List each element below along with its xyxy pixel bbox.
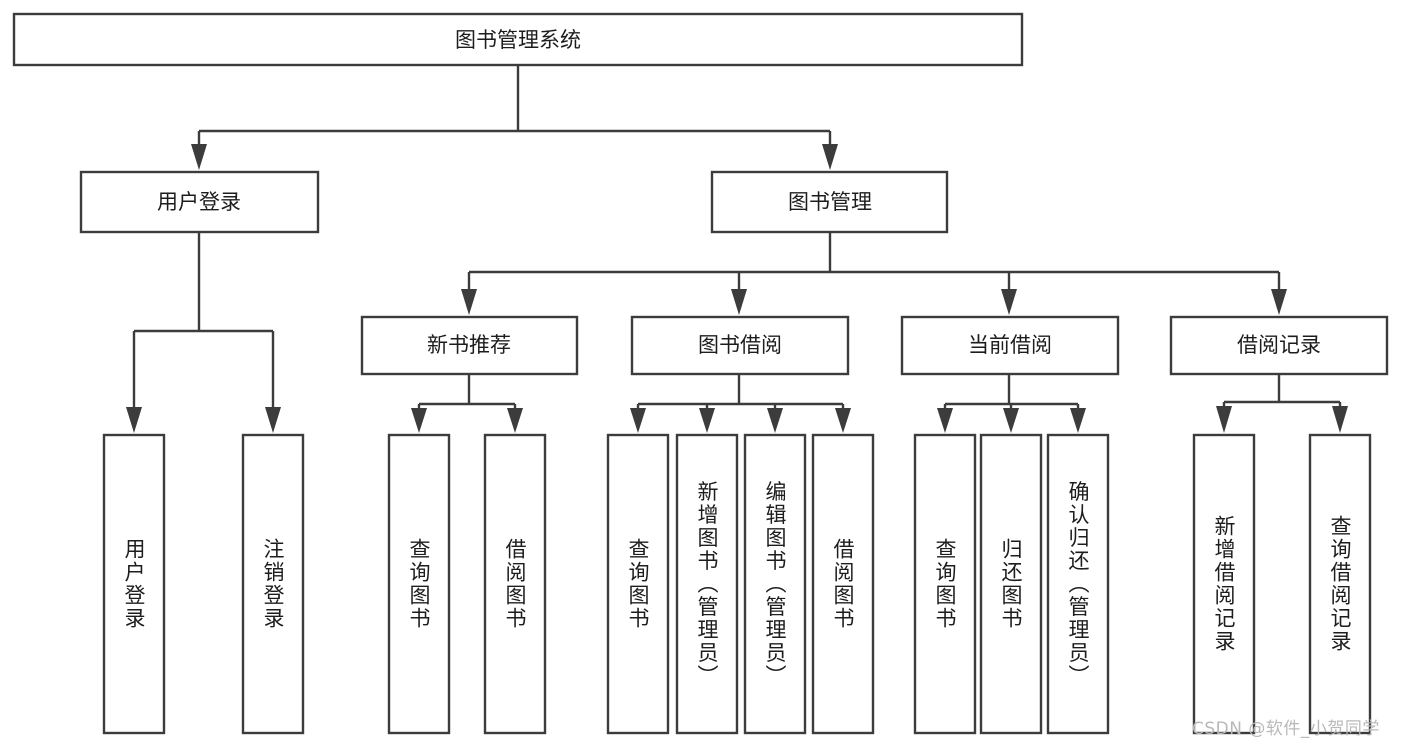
arrowhead-current-borrow bbox=[1001, 289, 1017, 315]
node-leaf-query-book-1[interactable]: 查询图书 bbox=[387, 433, 451, 735]
node-leaf-query-record-label: 查询借阅记录 bbox=[1328, 515, 1352, 653]
node-new-book-recommend-label: 新书推荐 bbox=[427, 333, 511, 357]
node-leaf-logout-label: 注销登录 bbox=[261, 538, 285, 630]
node-leaf-edit-book-label: 编辑图书（管理员） bbox=[763, 481, 787, 688]
node-leaf-query-book-3-label: 查询图书 bbox=[933, 538, 957, 630]
node-leaf-add-book-label: 新增图书（管理员） bbox=[695, 481, 719, 688]
node-leaf-edit-book-box[interactable] bbox=[743, 433, 807, 735]
node-leaf-add-book[interactable]: 新增图书（管理员） bbox=[675, 433, 739, 735]
node-book-manage-label: 图书管理 bbox=[788, 190, 872, 214]
node-new-book-recommend-box[interactable] bbox=[360, 315, 579, 376]
node-book-manage[interactable]: 图书管理 bbox=[710, 170, 949, 234]
node-borrow-record-label: 借阅记录 bbox=[1237, 333, 1321, 357]
arrowhead-leaf-query-book-2 bbox=[630, 408, 646, 433]
node-book-borrow[interactable]: 图书借阅 bbox=[630, 315, 850, 376]
arrowhead-leaf-query-book-1 bbox=[411, 408, 427, 433]
arrowhead-new-book-recommend bbox=[461, 289, 477, 315]
node-leaf-logout-box[interactable] bbox=[241, 433, 305, 735]
node-leaf-query-book-3-box[interactable] bbox=[913, 433, 977, 735]
node-leaf-query-book-1-box[interactable] bbox=[387, 433, 451, 735]
arrowhead-leaf-confirm-return bbox=[1070, 408, 1086, 433]
node-leaf-borrow-book-2[interactable]: 借阅图书 bbox=[811, 433, 875, 735]
arrowhead-borrow-record bbox=[1271, 289, 1287, 315]
node-current-borrow-label: 当前借阅 bbox=[968, 333, 1052, 357]
node-leaf-add-record[interactable]: 新增借阅记录 bbox=[1192, 433, 1256, 735]
arrowhead-book-borrow bbox=[731, 289, 747, 315]
node-leaf-user-login-label: 用户登录 bbox=[122, 538, 146, 630]
node-leaf-confirm-return[interactable]: 确认归还（管理员） bbox=[1046, 433, 1110, 735]
arrowhead-leaf-query-book-3 bbox=[937, 408, 953, 433]
node-leaf-borrow-book-1-label: 借阅图书 bbox=[503, 538, 527, 630]
node-leaf-borrow-book-1[interactable]: 借阅图书 bbox=[483, 433, 547, 735]
node-leaf-query-record-box[interactable] bbox=[1308, 433, 1372, 735]
arrowhead-leaf-add-book bbox=[699, 408, 715, 433]
node-new-book-recommend[interactable]: 新书推荐 bbox=[360, 315, 579, 376]
node-borrow-record[interactable]: 借阅记录 bbox=[1169, 315, 1389, 376]
arrowhead-leaf-query-record bbox=[1332, 406, 1348, 433]
node-leaf-add-book-box[interactable] bbox=[675, 433, 739, 735]
arrowhead-book-manage bbox=[822, 144, 838, 170]
node-leaf-query-record[interactable]: 查询借阅记录 bbox=[1308, 433, 1372, 735]
node-root-label: 图书管理系统 bbox=[455, 28, 581, 52]
node-leaf-user-login[interactable]: 用户登录 bbox=[102, 433, 166, 735]
node-book-borrow-label: 图书借阅 bbox=[698, 333, 782, 357]
arrowhead-leaf-user-login bbox=[126, 407, 142, 433]
node-leaf-query-book-1-label: 查询图书 bbox=[407, 538, 431, 630]
node-leaf-edit-book[interactable]: 编辑图书（管理员） bbox=[743, 433, 807, 735]
node-leaf-confirm-return-box[interactable] bbox=[1046, 433, 1110, 735]
arrowhead-leaf-edit-book bbox=[767, 408, 783, 433]
node-leaf-confirm-return-label: 确认归还（管理员） bbox=[1066, 481, 1090, 688]
node-user-login-label: 用户登录 bbox=[157, 190, 241, 214]
node-current-borrow[interactable]: 当前借阅 bbox=[900, 315, 1120, 376]
node-book-manage-box[interactable] bbox=[710, 170, 949, 234]
node-book-borrow-box[interactable] bbox=[630, 315, 850, 376]
node-leaf-borrow-book-2-label: 借阅图书 bbox=[831, 538, 855, 630]
node-leaf-return-book-box[interactable] bbox=[979, 433, 1043, 735]
node-leaf-query-book-2-box[interactable] bbox=[606, 433, 670, 735]
arrowhead-leaf-add-record bbox=[1216, 406, 1232, 433]
node-leaf-return-book-label: 归还图书 bbox=[999, 538, 1023, 630]
node-leaf-add-record-label: 新增借阅记录 bbox=[1212, 515, 1236, 653]
node-leaf-add-record-box[interactable] bbox=[1192, 433, 1256, 735]
connector-layer bbox=[126, 65, 1348, 433]
node-leaf-user-login-box[interactable] bbox=[102, 433, 166, 735]
node-leaf-query-book-3[interactable]: 查询图书 bbox=[913, 433, 977, 735]
arrowhead-user-login bbox=[191, 144, 207, 170]
node-borrow-record-box[interactable] bbox=[1169, 315, 1389, 376]
node-leaf-logout[interactable]: 注销登录 bbox=[241, 433, 305, 735]
arrowhead-leaf-logout bbox=[265, 407, 281, 433]
arrowhead-leaf-borrow-book-2 bbox=[835, 408, 851, 433]
node-current-borrow-box[interactable] bbox=[900, 315, 1120, 376]
node-leaf-query-book-2[interactable]: 查询图书 bbox=[606, 433, 670, 735]
node-root[interactable]: 图书管理系统 bbox=[12, 12, 1024, 67]
node-leaf-borrow-book-1-box[interactable] bbox=[483, 433, 547, 735]
node-leaf-borrow-book-2-box[interactable] bbox=[811, 433, 875, 735]
node-leaf-query-book-2-label: 查询图书 bbox=[626, 538, 650, 630]
node-user-login[interactable]: 用户登录 bbox=[79, 170, 320, 234]
node-leaf-return-book[interactable]: 归还图书 bbox=[979, 433, 1043, 735]
node-root-box[interactable] bbox=[12, 12, 1024, 67]
arrowhead-leaf-return-book bbox=[1003, 408, 1019, 433]
arrowhead-leaf-borrow-book-1 bbox=[507, 408, 523, 433]
node-user-login-box[interactable] bbox=[79, 170, 320, 234]
